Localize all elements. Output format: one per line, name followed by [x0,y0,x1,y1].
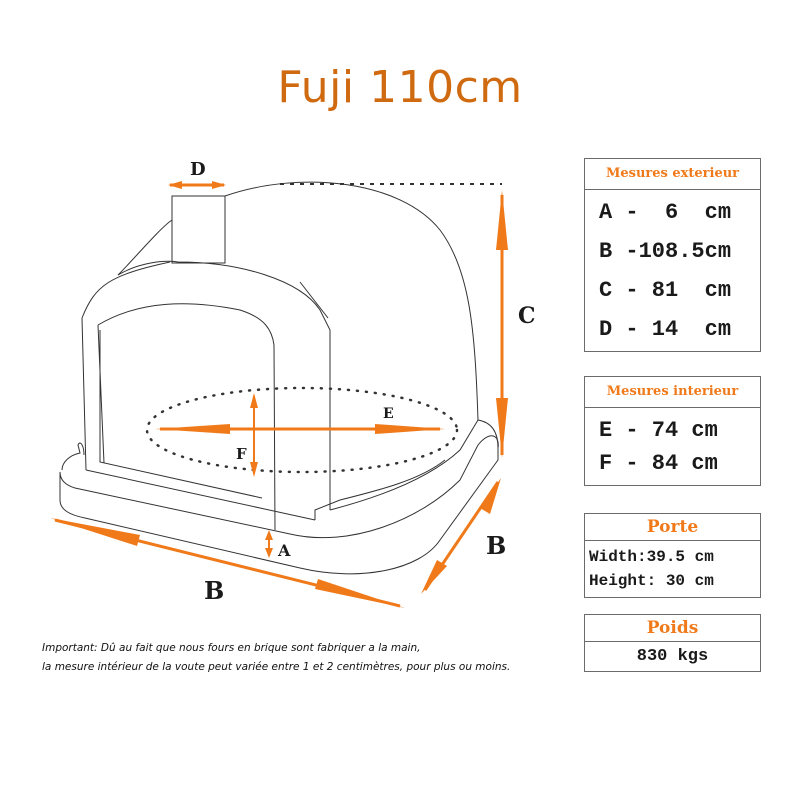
exterior-header: Mesures exterieur [585,159,760,190]
page-title: Fuji 110cm [277,62,523,113]
dimension-arrows [50,181,508,608]
door-header: Porte [585,514,760,541]
weight-header: Poids [585,615,760,642]
oven-outline [59,181,499,575]
exterior-row-d: D - 14 cm [599,317,732,342]
label-f: F [236,445,247,463]
exterior-row-a: A - 6 cm [599,200,732,225]
interior-header: Mesures interieur [585,377,760,408]
exterior-measures-table: Mesures exterieur A - 6 cm B -108.5cm C … [584,158,761,352]
weight-table: Poids 830 kgs [584,614,761,672]
label-d: D [190,159,206,180]
interior-measures-table: Mesures interieur E - 74 cm F - 84 cm [584,376,761,486]
interior-ellipse [145,386,459,474]
interior-row-f: F - 84 cm [599,451,718,476]
exterior-row-c: C - 81 cm [599,278,732,303]
label-b-side: B [486,531,506,560]
label-e: E [383,406,394,422]
label-a: A [277,541,291,560]
weight-value: 830 kgs [636,647,709,666]
interior-row-e: E - 74 cm [599,418,718,443]
note-line-2: la mesure intérieur de la voute peut var… [42,661,511,673]
door-height: Height: 30 cm [589,572,714,590]
label-c: C [518,303,536,329]
exterior-row-b: B -108.5cm [599,239,732,264]
label-b-front: B [204,576,224,605]
important-note: Important: Dû au fait que nous fours en … [42,639,510,677]
door-table: Porte Width:39.5 cm Height: 30 cm [584,513,761,598]
note-line-1: Important: Dû au fait que nous fours en … [42,642,421,654]
door-width: Width:39.5 cm [589,548,714,566]
